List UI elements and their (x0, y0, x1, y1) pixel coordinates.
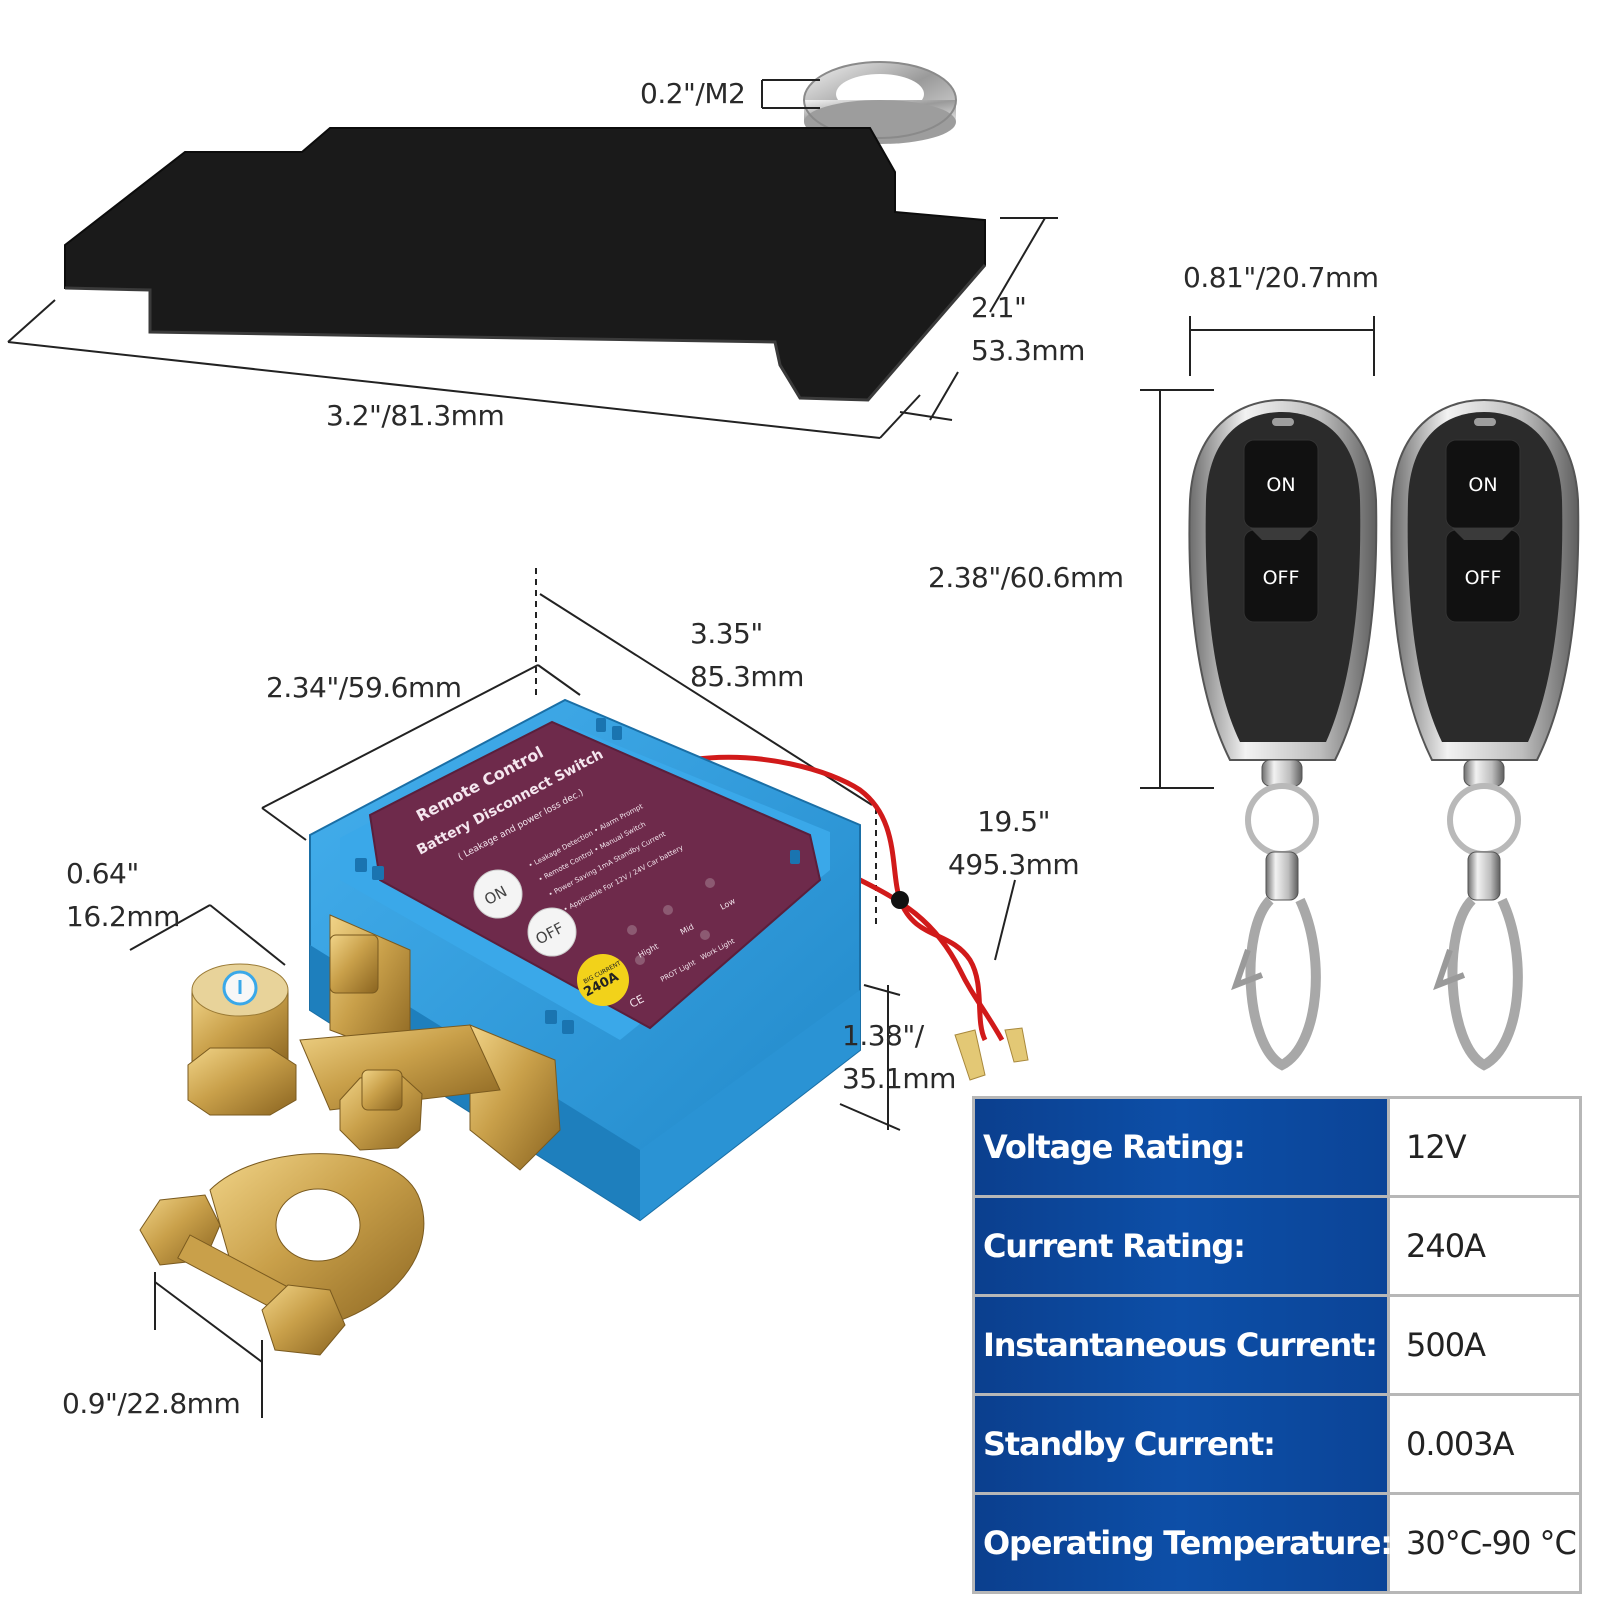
pad-length-dimension: 3.2"/81.3mm (326, 399, 505, 432)
rubber-pad-edge (64, 264, 987, 402)
spec-row-temperature: Operating Temperature: 30°C-90 °C (975, 1495, 1579, 1591)
pad-width-dimension: 2.1" 53.3mm (971, 286, 1085, 372)
pad-width-inches: 2.1" (971, 291, 1027, 324)
remote-control-2: ON OFF (1390, 398, 1580, 1071)
indicator-led (700, 930, 710, 940)
pad-dimension-lines (7, 217, 1058, 439)
spec-label: Operating Temperature: (975, 1495, 1393, 1591)
wire-terminal (1004, 1027, 1029, 1063)
box-height-dimension: 1.38"/ 35.1mm (842, 1014, 956, 1100)
box-ribs (355, 718, 800, 1034)
remote-control-1: ON OFF (1188, 398, 1378, 1071)
rubber-pad (64, 127, 986, 402)
remote-1-on-label: ON (1266, 474, 1295, 496)
box-dimension-lines (129, 568, 1016, 1418)
ce-mark: CE (627, 992, 646, 1010)
terminal-nut (329, 934, 423, 1151)
device-label-panel: Remote Control Battery Disconnect Switch… (368, 720, 822, 1030)
spec-label: Current Rating: (975, 1198, 1387, 1294)
box-length-mm: 85.3mm (690, 660, 804, 693)
box-width-dimension: 2.34"/59.6mm (266, 671, 462, 704)
device-off-button (527, 907, 577, 957)
spec-value: 30°C-90 °C (1390, 1495, 1579, 1591)
remote-2-on-label: ON (1468, 474, 1497, 496)
spec-row-current: Current Rating: 240A (975, 1198, 1579, 1294)
terminal-post (187, 963, 297, 1116)
box-length-dimension: 3.35" 85.3mm (690, 612, 804, 698)
spec-row-standby: Standby Current: 0.003A (975, 1396, 1579, 1492)
wire-length-mm: 495.3mm (948, 848, 1080, 881)
remote-2-off-label: OFF (1465, 567, 1502, 589)
post-diameter-inches: 0.64" (66, 857, 139, 890)
indicator-led (635, 955, 645, 965)
post-diameter-mm: 16.2mm (66, 900, 180, 933)
box-length-inches: 3.35" (690, 617, 763, 650)
spec-row-instantaneous: Instantaneous Current: 500A (975, 1297, 1579, 1393)
spec-label: Instantaneous Current: (975, 1297, 1387, 1393)
wire-tie (891, 891, 909, 909)
remote-height-dimension: 2.38"/60.6mm (928, 561, 1124, 594)
spec-table: Voltage Rating: 12V Current Rating: 240A… (972, 1096, 1582, 1594)
spec-value: 12V (1390, 1099, 1579, 1195)
spec-row-voltage: Voltage Rating: 12V (975, 1099, 1579, 1195)
remote-dimension-lines (1140, 316, 1375, 789)
battery-clamp (139, 1153, 425, 1356)
device-on-button (473, 869, 523, 919)
indicator-led (663, 905, 673, 915)
pad-width-mm: 53.3mm (971, 334, 1085, 367)
box-height-inches: 1.38"/ (842, 1019, 924, 1052)
box-height-mm: 35.1mm (842, 1062, 956, 1095)
post-diameter-dimension: 0.64" 16.2mm (66, 852, 180, 938)
remote-1-off-label: OFF (1263, 567, 1300, 589)
clamp-width-dimension: 0.9"/22.8mm (62, 1387, 241, 1420)
wire-length-dimension: 19.5" 495.3mm (948, 800, 1080, 886)
remote-width-dimension: 0.81"/20.7mm (1183, 261, 1379, 294)
spec-label: Standby Current: (975, 1396, 1387, 1492)
current-badge (577, 954, 629, 1006)
spec-value: 500A (1390, 1297, 1579, 1393)
wire-terminal (954, 1029, 986, 1081)
spec-value: 240A (1390, 1198, 1579, 1294)
spec-label: Voltage Rating: (975, 1099, 1387, 1195)
indicator-led (705, 878, 715, 888)
indicator-led (627, 925, 637, 935)
washer-dimension: 0.2"/M2 (640, 77, 746, 110)
spec-value: 0.003A (1390, 1396, 1579, 1492)
wire-length-inches: 19.5" (977, 805, 1050, 838)
washer-dimension-bracket (761, 79, 820, 109)
